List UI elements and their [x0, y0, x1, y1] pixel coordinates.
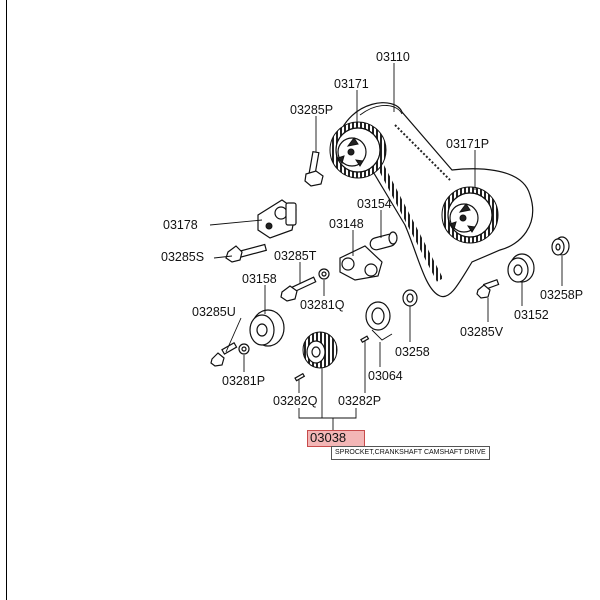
key-03282Q[interactable]: [294, 372, 306, 382]
washer-03281P[interactable]: [238, 343, 250, 355]
label-03281P[interactable]: 03281P: [222, 374, 265, 388]
label-03158[interactable]: 03158: [242, 272, 277, 286]
bolt-03285V[interactable]: [476, 278, 500, 299]
tensioner-pulley-03158[interactable]: [249, 309, 285, 347]
idler-bracket-03148[interactable]: [339, 245, 383, 281]
part-description-tooltip: SPROCKET,CRANKSHAFT CAMSHAFT DRIVE: [331, 446, 490, 460]
label-03171P[interactable]: 03171P: [446, 137, 489, 151]
label-03282P[interactable]: 03282P: [338, 394, 381, 408]
selected-part-number[interactable]: 03038: [310, 430, 347, 445]
flange-03064[interactable]: [365, 301, 393, 341]
label-03285T[interactable]: 03285T: [274, 249, 317, 263]
leader-lines: [209, 63, 563, 430]
camshaft-sprocket-03171[interactable]: [329, 121, 387, 179]
left-border-line: [6, 0, 7, 600]
label-03154[interactable]: 03154: [357, 197, 392, 211]
label-03282Q[interactable]: 03282Q: [273, 394, 318, 408]
label-03064[interactable]: 03064: [368, 369, 403, 383]
key-03282P[interactable]: [360, 335, 370, 344]
timing-belt[interactable]: [337, 102, 534, 298]
bolt-03285T[interactable]: [280, 276, 317, 302]
washer-03281Q[interactable]: [318, 268, 330, 280]
camshaft-sprocket-03171P[interactable]: [441, 186, 499, 244]
label-03285U[interactable]: 03285U: [192, 305, 236, 319]
bolt-03285P[interactable]: [304, 150, 324, 187]
label-03285V[interactable]: 03285V: [460, 325, 504, 339]
washer-03258[interactable]: [402, 289, 418, 307]
label-03171[interactable]: 03171: [334, 77, 369, 91]
label-03281Q[interactable]: 03281Q: [300, 298, 345, 312]
label-03258P[interactable]: 03258P: [540, 288, 583, 302]
bushing-03258P[interactable]: [551, 236, 570, 256]
crankshaft-sprocket-03038[interactable]: [302, 331, 338, 369]
label-03110[interactable]: 03110: [376, 50, 410, 64]
bolt-03285S[interactable]: [225, 243, 268, 263]
tensioner-03178[interactable]: [257, 199, 297, 239]
idler-pulley-03152[interactable]: [507, 253, 535, 283]
label-03152[interactable]: 03152: [514, 308, 549, 322]
label-03178[interactable]: 03178: [163, 218, 198, 232]
sleeve-03154[interactable]: [369, 231, 398, 251]
label-03285P[interactable]: 03285P: [290, 103, 333, 117]
label-03148[interactable]: 03148: [329, 217, 364, 231]
label-03285S[interactable]: 03285S: [161, 250, 204, 264]
label-03258[interactable]: 03258: [395, 345, 430, 359]
bolt-03285U[interactable]: [210, 341, 238, 367]
part-labels: 03110 03171 03285P 03171P 03178 03154 03…: [161, 50, 583, 408]
